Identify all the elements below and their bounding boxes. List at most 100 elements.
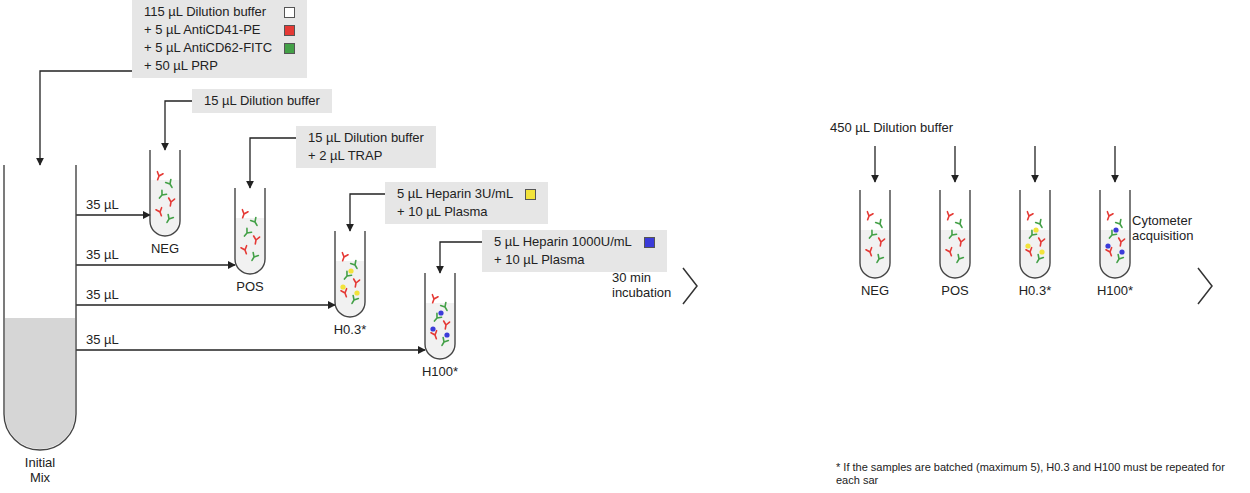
antibody-symbol (157, 190, 166, 200)
reagent-text: 5 µL Heparin 1000U/mL (494, 233, 632, 251)
edge-label: 35 µL (84, 197, 121, 212)
buffer-arrow (954, 146, 955, 182)
note-label: Cytometer acquisition (1132, 213, 1212, 243)
antibody-symbol (1105, 212, 1113, 221)
color-swatch (284, 25, 295, 36)
reagent-text: + 10 µL Plasma (494, 251, 584, 269)
tube-drawing (335, 231, 365, 317)
tube-drawing (235, 188, 265, 274)
tube-liquid (336, 261, 364, 316)
tube: H0.3* (335, 231, 365, 317)
antibody-symbol (1026, 248, 1034, 257)
color-swatch (284, 43, 295, 54)
tube: NEG (150, 150, 180, 236)
connector (76, 214, 150, 215)
tube-liquid (1101, 230, 1129, 277)
tube-drawing (150, 150, 180, 236)
heparin-dot (1119, 249, 1124, 254)
antibody-symbol (876, 219, 885, 228)
tube-liquid (426, 303, 454, 358)
tube-label: H100* (1085, 283, 1145, 298)
antibody-symbol (164, 214, 173, 223)
antibody-symbol (1034, 254, 1043, 263)
reagent-box: 5 µL Heparin 1000U/mL+ 10 µL Plasma (482, 230, 667, 272)
antibody-symbol (349, 295, 358, 304)
box-line: 5 µL Heparin 1000U/mL (494, 233, 655, 251)
antibody-symbol (241, 246, 249, 255)
antibody-symbol (945, 212, 953, 221)
box-line: + 50 µL PRP (144, 57, 295, 75)
chevron (1198, 268, 1212, 304)
tube: NEG (860, 190, 890, 278)
color-swatch (525, 189, 536, 200)
heparin-dot (1025, 243, 1030, 248)
note-label: 30 min incubation (612, 270, 678, 300)
tube-liquid (151, 180, 179, 235)
tube-drawing (1100, 190, 1130, 278)
connector (76, 304, 335, 305)
tube-drawing (425, 273, 455, 359)
tube: POS (235, 188, 265, 274)
antibody-symbol (1114, 254, 1123, 263)
tube-liquid (1021, 230, 1049, 277)
heparin-dot (348, 268, 353, 273)
antibody-symbol (442, 321, 449, 329)
antibody-symbol (954, 254, 963, 263)
heparin-dot (1105, 243, 1110, 248)
tube: Initial Mix (4, 165, 76, 450)
antibody-symbol (431, 331, 439, 340)
tube-label: POS (925, 283, 985, 298)
tube-label: NEG (845, 283, 905, 298)
box-line: 15 µL Dilution buffer (308, 129, 424, 147)
connector (350, 194, 385, 231)
tube-drawing (940, 190, 970, 278)
tube-label: H100* (410, 364, 470, 379)
edge-label: 35 µL (84, 332, 121, 347)
heparin-dot (354, 290, 359, 295)
antibody-symbol (430, 295, 438, 304)
antibody-symbol (249, 252, 258, 261)
reagent-text: + 2 µL TRAP (308, 147, 382, 165)
antibody-symbol (866, 248, 874, 257)
box-line: + 5 µL AntiCD62-FITC (144, 39, 295, 57)
color-swatch (644, 237, 655, 248)
reagent-text: + 10 µL Plasma (397, 203, 487, 221)
reagent-box: 15 µL Dilution buffer+ 2 µL TRAP (296, 126, 436, 168)
heparin-dot (438, 310, 443, 315)
tube-label: POS (220, 279, 280, 294)
antibody-symbol (352, 279, 359, 287)
tube-outline (860, 190, 890, 278)
connector (440, 242, 482, 273)
antibody-symbol (439, 337, 448, 346)
antibody-symbol (155, 172, 163, 181)
antibody-symbol (441, 302, 450, 311)
tube: H0.3* (1020, 190, 1050, 278)
tube-label: H0.3* (320, 322, 380, 337)
antibody-symbol (156, 208, 164, 217)
connector (76, 349, 425, 350)
connector (76, 264, 235, 265)
antibody-symbol (1036, 219, 1045, 228)
antibody-symbol (1037, 238, 1044, 246)
antibody-symbol (1117, 238, 1124, 246)
tube-liquid (236, 218, 264, 273)
tube-outline (940, 190, 970, 278)
tube-drawing (1020, 190, 1050, 278)
tube-drawing (860, 190, 890, 278)
heparin-dot (1039, 249, 1044, 254)
reagent-text: 15 µL Dilution buffer (204, 92, 320, 110)
antibody-symbol (865, 212, 873, 221)
box-line: + 2 µL TRAP (308, 147, 424, 165)
tube-outline (1100, 190, 1130, 278)
antibody-symbol (946, 248, 954, 257)
antibody-symbol (351, 260, 360, 269)
tube-outline (235, 188, 265, 274)
note-label: * If the samples are batched (maximum 5)… (836, 461, 1241, 487)
antibody-symbol (957, 238, 964, 246)
buffer-arrow (874, 146, 875, 182)
reagent-text: 115 µL Dilution buffer (144, 3, 266, 21)
box-line: + 10 µL Plasma (494, 251, 655, 269)
antibody-symbol (242, 228, 251, 238)
antibody-symbol (1116, 219, 1125, 228)
